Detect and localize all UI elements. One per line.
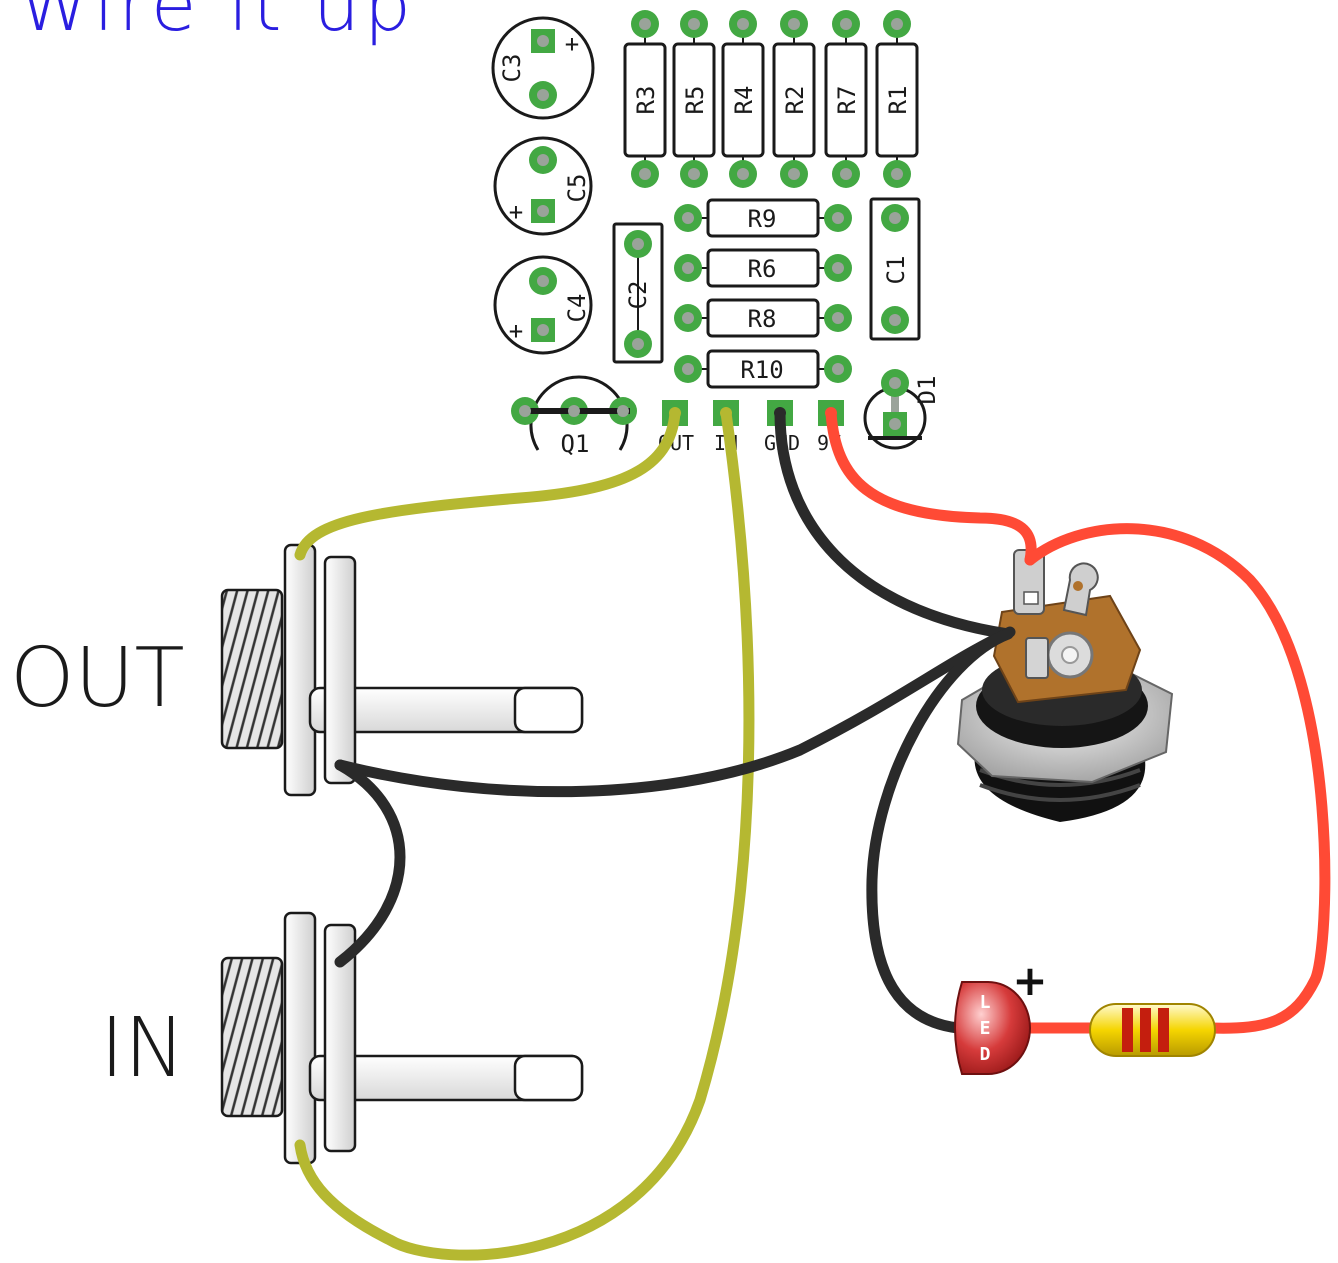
resistor-r5: R5: [672, 10, 716, 188]
wire-jack-sleeve-to-dc: [334, 626, 1016, 798]
wire-in-signal: [294, 407, 755, 1261]
wire-dc-to-led: [866, 628, 1014, 1034]
jack-out: [220, 543, 584, 797]
wire-9v-to-dc: [825, 407, 1037, 566]
capacitor-label: C5: [563, 174, 591, 203]
wire-out-signal: [294, 407, 681, 561]
resistor-r4: R4: [721, 10, 765, 188]
wire-jack-ground-bridge: [334, 759, 406, 968]
led-plus-mark: +: [1012, 956, 1047, 1005]
led: L E D +: [954, 956, 1048, 1075]
dc-power-jack: [956, 549, 1174, 822]
resistor-row: R3 R5 R4 R2 R7: [623, 10, 919, 188]
resistor-label: R2: [781, 86, 809, 115]
resistor-label: R7: [833, 86, 861, 115]
resistor-label: R6: [748, 255, 777, 283]
resistor-label: R4: [730, 86, 758, 115]
diode-d1: D1: [863, 369, 941, 450]
jack-in: [220, 911, 584, 1165]
jack-label-in: IN: [100, 1001, 186, 1096]
resistor-r3: R3: [623, 10, 667, 188]
resistor-label: R9: [748, 205, 777, 233]
page-title: Wire it up: [18, 0, 415, 48]
capacitor-c3: + C3: [491, 16, 595, 120]
polarity-plus: +: [509, 198, 523, 226]
resistor-r2: R2: [772, 10, 816, 188]
capacitor-c5: + C5: [493, 136, 593, 236]
resistor-label: R3: [632, 86, 660, 115]
wire-gnd-to-dc: [774, 407, 1014, 640]
resistor-label: R8: [748, 305, 777, 333]
resistor-r9: R9: [674, 198, 852, 238]
polarity-plus: +: [509, 317, 523, 345]
capacitor-label: C2: [624, 281, 652, 310]
resistor-label: R5: [681, 86, 709, 115]
wire-dc-to-resistor: [1024, 523, 1331, 1034]
transistor-label: Q1: [561, 430, 590, 458]
resistor-r6: R6: [674, 248, 852, 288]
resistor-r1: R1: [875, 10, 919, 188]
resistor-r7: R7: [824, 10, 868, 188]
transistor-q1: Q1: [511, 375, 637, 458]
capacitor-c1: C1: [869, 197, 921, 341]
led-letter-d: D: [980, 1044, 991, 1065]
diode-label: D1: [913, 376, 941, 405]
capacitor-c4: + C4: [493, 255, 593, 355]
led-resistor: [1089, 1003, 1216, 1057]
capacitor-c2: C2: [612, 222, 664, 364]
led-letter-l: L: [980, 992, 991, 1013]
capacitor-label: C4: [563, 294, 591, 323]
resistor-label: R10: [740, 356, 783, 384]
resistor-label: R1: [884, 86, 912, 115]
offboard-pads: OUT IN GND 9V: [658, 400, 844, 455]
led-letter-e: E: [980, 1018, 991, 1039]
jack-label-out: OUT: [10, 631, 185, 726]
resistor-r10: R10: [674, 349, 852, 389]
polarity-plus: +: [565, 30, 579, 58]
capacitor-label: C1: [882, 256, 910, 285]
resistor-r8: R8: [674, 298, 852, 338]
horizontal-resistors: R9 R6 R8 R10: [674, 198, 852, 389]
capacitor-label: C3: [498, 54, 526, 83]
